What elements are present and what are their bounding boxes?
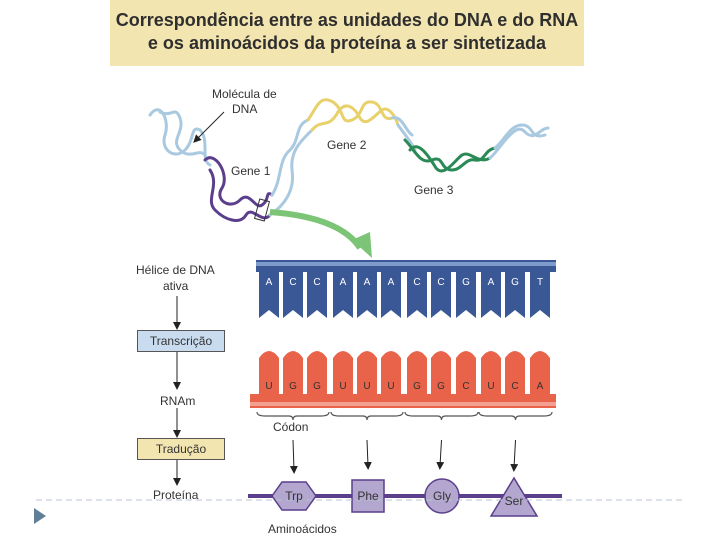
dna-base-tooth [407, 272, 427, 318]
dna-base-tooth [530, 272, 550, 318]
amino-acid-label: Gly [433, 489, 451, 503]
dna-base: C [313, 277, 321, 288]
green-arrow-head [352, 232, 372, 258]
title-banner: Correspondência entre as unidades do DNA… [110, 0, 584, 66]
codon-arrow [436, 439, 445, 470]
dna-base: A [363, 277, 371, 288]
codon-braces [256, 411, 553, 421]
codon-brace [478, 411, 553, 421]
dna-strand [256, 260, 556, 318]
dna-base: A [387, 277, 395, 288]
translation-box: Tradução [137, 438, 225, 460]
rna-base: U [339, 381, 347, 392]
codon-arrow [510, 439, 519, 472]
rna-base: C [511, 381, 519, 392]
dna-base: G [462, 277, 470, 288]
rna-base-tooth [357, 351, 377, 394]
dna-base-tooth [333, 272, 353, 318]
rna-strand [250, 351, 556, 408]
slide-bullet-icon [34, 508, 46, 524]
dna-base: T [536, 277, 544, 288]
amino-acid-label: Ser [504, 494, 524, 508]
codon-arrow [289, 439, 298, 474]
amino-acids-label: Aminoácidos [268, 522, 337, 536]
rna-base-tooth [407, 351, 427, 394]
mrna-label: RNAm [160, 394, 196, 408]
amino-acid-shapes [271, 476, 539, 517]
rna-base-tooth [333, 351, 353, 394]
gene1-selection-box [253, 198, 271, 222]
dna-base-tooth [505, 272, 525, 318]
codon-brace [330, 411, 404, 421]
rna-base: U [387, 381, 395, 392]
rna-base-tooth [456, 351, 476, 394]
dna-base-tooth [357, 272, 377, 318]
transcription-box: Transcrição [137, 330, 225, 352]
dna-base: A [339, 277, 347, 288]
rna-base: G [413, 381, 421, 392]
codon-brace [256, 411, 330, 421]
rna-base-tooth [381, 351, 401, 394]
amino-acid-square [351, 479, 385, 513]
green-zoom-arrow [269, 209, 363, 250]
active-helix-label-2: ativa [163, 279, 189, 293]
codon-label: Códon [273, 420, 309, 434]
dna-base-tooth [431, 272, 451, 318]
codon-to-amino-acid-arrows [289, 439, 519, 474]
rna-base: G [289, 381, 297, 392]
dna-base: C [437, 277, 445, 288]
gene1-label: Gene 1 [231, 164, 271, 178]
active-helix-label-1: Hélice de DNA [136, 263, 215, 277]
gene3-label: Gene 3 [414, 183, 454, 197]
rna-base: U [363, 381, 371, 392]
title-line-2: e os aminoácidos da proteína a ser sinte… [147, 33, 547, 53]
dna-base-tooth [307, 272, 327, 318]
rna-base-tooth [431, 351, 451, 394]
amino-acid-label: Trp [285, 489, 303, 503]
rna-base: G [313, 381, 321, 392]
dna-molecule-label-1: Molécula de [212, 87, 277, 101]
rna-base-tooth [530, 351, 550, 394]
gene2-label: Gene 2 [327, 138, 367, 152]
amino-acid-circle [424, 478, 460, 514]
dna-molecule-label-2: DNA [232, 102, 258, 116]
dna-molecule-helix [148, 98, 550, 222]
rna-base: G [437, 381, 445, 392]
rna-base-tooth [259, 351, 279, 394]
dna-base: C [413, 277, 421, 288]
rna-base-tooth [505, 351, 525, 394]
rna-base: A [536, 381, 544, 392]
title-line-1: Correspondência entre as unidades do DNA… [115, 10, 579, 30]
amino-acid-hexagon [271, 481, 317, 511]
dna-base: C [289, 277, 297, 288]
dna-pointer-arrow [193, 111, 225, 143]
rna-base: U [487, 381, 495, 392]
rna-base-tooth [481, 351, 501, 394]
rna-base: C [462, 381, 470, 392]
rna-base-tooth [307, 351, 327, 394]
dna-base-tooth [481, 272, 501, 318]
rna-base: U [265, 381, 273, 392]
codon-brace [404, 411, 479, 421]
amino-acid-label: Phe [357, 489, 379, 503]
dna-base-tooth [259, 272, 279, 318]
amino-acid-triangle [489, 476, 539, 517]
dna-base-tooth [283, 272, 303, 318]
protein-label: Proteína [153, 488, 199, 502]
rna-base-tooth [283, 351, 303, 394]
dna-base: G [511, 277, 519, 288]
dna-base: A [265, 277, 273, 288]
dna-base-tooth [456, 272, 476, 318]
dna-base-tooth [381, 272, 401, 318]
dna-base: A [487, 277, 495, 288]
codon-arrow [363, 439, 372, 470]
